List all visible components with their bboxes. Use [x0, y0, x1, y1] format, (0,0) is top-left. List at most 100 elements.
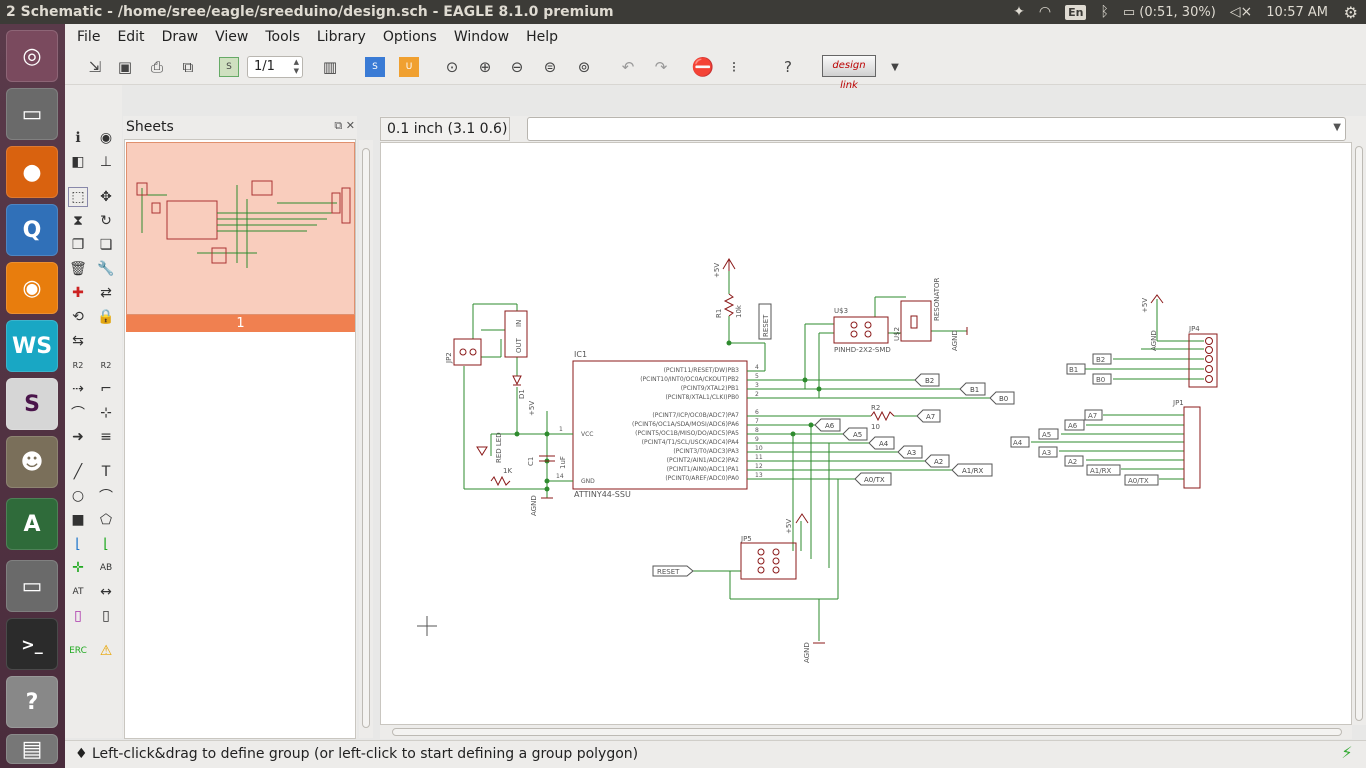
paste-icon[interactable]: ❏	[99, 237, 113, 253]
circle-icon[interactable]: ○	[71, 488, 85, 504]
menu-file[interactable]: File	[77, 28, 101, 45]
smash-icon[interactable]: ⇢	[72, 381, 84, 397]
zoom-redraw-icon[interactable]: ⊜	[543, 58, 557, 76]
erc-icon[interactable]: ERC	[69, 646, 87, 656]
webstorm-icon[interactable]: WS	[6, 320, 58, 372]
menu-view[interactable]: View	[215, 28, 249, 45]
horizontal-scroll-track[interactable]	[392, 728, 1342, 736]
add-part-icon[interactable]: ✚	[72, 285, 84, 301]
ic1[interactable]: IC1 ATTINY44-SSU VCC GND 1 14 (PCINT11/R…	[556, 350, 763, 499]
ubuntu-icon[interactable]: ◎	[6, 30, 58, 82]
save-icon[interactable]: ▣	[117, 58, 133, 76]
schematic-canvas[interactable]: IC1 ATTINY44-SSU VCC GND 1 14 (PCINT11/R…	[380, 142, 1352, 725]
jp5-header[interactable]: JP5 +5V RESET AGND	[652, 513, 825, 663]
wifi-icon[interactable]: ◠	[1038, 4, 1052, 20]
polygon-icon[interactable]: ⬠	[99, 512, 113, 528]
bus-icon[interactable]: ⌊	[75, 536, 81, 552]
help-icon[interactable]: ?	[6, 676, 58, 728]
split-icon[interactable]: ⌒	[71, 406, 85, 422]
cam-icon[interactable]: ⧉	[182, 58, 194, 76]
led[interactable]: RED LED 1K	[476, 432, 512, 487]
u3-header[interactable]: U$3 PINHD-2X2-SMD	[833, 307, 891, 354]
wrench-icon[interactable]: 🔧	[97, 261, 115, 277]
sheet-selector[interactable]: 1/1▲▼	[247, 56, 303, 78]
text-icon[interactable]: T	[101, 464, 111, 480]
rotate-icon[interactable]: ↻	[100, 213, 112, 229]
dropbox-icon[interactable]: ✦	[1013, 4, 1025, 20]
name-icon[interactable]: R2	[72, 360, 84, 370]
miter-icon[interactable]: ⌐	[100, 381, 112, 397]
attribute-icon[interactable]: AT	[72, 587, 84, 597]
line-icon[interactable]: ╱	[73, 464, 83, 480]
menu-help[interactable]: Help	[526, 28, 558, 45]
ulp-icon[interactable]: U	[399, 57, 419, 77]
pinswap-icon[interactable]: ⇄	[100, 285, 112, 301]
c1-capacitor[interactable]: C1 1uF AGND	[527, 455, 567, 516]
slack-icon[interactable]: S	[6, 378, 58, 430]
info-icon[interactable]: ℹ	[75, 130, 81, 146]
mirror-icon[interactable]: ⧗	[73, 213, 83, 229]
menu-library[interactable]: Library	[316, 28, 366, 45]
move-icon[interactable]: ✥	[100, 189, 112, 205]
redo-icon[interactable]: ↷	[654, 58, 668, 76]
command-line-input[interactable]: ▼	[527, 117, 1346, 141]
resonator[interactable]: U$2 RESONATOR AGND	[893, 277, 968, 351]
open-icon[interactable]: ⇲	[88, 58, 102, 76]
module-icon[interactable]: ▯	[102, 608, 110, 624]
label-icon[interactable]: AB	[99, 563, 113, 573]
zoom-fit-icon[interactable]: ⊙	[445, 58, 459, 76]
show-icon[interactable]: ◉	[99, 130, 113, 146]
horizontal-scrollbar[interactable]	[380, 725, 1352, 739]
chevron-down-icon[interactable]: ▼	[1333, 122, 1341, 133]
spinner-icon[interactable]: ▲▼	[293, 58, 299, 75]
copy-icon[interactable]: ❐	[71, 237, 85, 253]
firefox-icon[interactable]: ●	[6, 146, 58, 198]
jp3-regulator[interactable]: OUT IN	[504, 310, 528, 358]
sheet-thumbnail[interactable]	[126, 142, 355, 315]
d1-diode[interactable]: D1 +5V	[512, 375, 536, 416]
bluetooth-icon[interactable]: ᛒ	[1100, 4, 1109, 20]
gimp-icon[interactable]: ☻	[6, 436, 58, 488]
jp2-connector[interactable]: JP2	[445, 338, 482, 366]
sch-brd-switch-icon[interactable]: S	[219, 57, 239, 77]
files-icon-2[interactable]: ▭	[6, 560, 58, 612]
panel-scrollbar[interactable]	[359, 140, 373, 738]
panel-scroll-track[interactable]	[362, 148, 370, 728]
sheet-number[interactable]: 1	[126, 315, 355, 332]
menu-edit[interactable]: Edit	[117, 28, 145, 45]
gateswap-icon[interactable]: ⇆	[72, 333, 84, 349]
help-icon[interactable]: ?	[784, 58, 792, 76]
layers-icon[interactable]: ◧	[71, 154, 85, 170]
menu-tools[interactable]: Tools	[265, 28, 300, 45]
design-link-button[interactable]: design link	[822, 55, 876, 91]
print-icon[interactable]: ⎙	[150, 58, 163, 76]
zoom-in-icon[interactable]: ⊕	[478, 58, 492, 76]
undo-icon[interactable]: ↶	[621, 58, 635, 76]
menu-draw[interactable]: Draw	[161, 28, 199, 45]
r1-resistor[interactable]: +5V R1 10k RESET	[713, 258, 772, 340]
go-icon[interactable]: ⁝	[731, 58, 737, 76]
delete-icon[interactable]: 🗑	[69, 261, 87, 277]
zoom-select-icon[interactable]: ⊚	[577, 58, 591, 76]
jp1-header[interactable]: JP1 A7 A6 A5 A4 A3 A2 A1/RX A0/TX	[1010, 399, 1201, 489]
gear-icon[interactable]: ⚙	[1343, 3, 1358, 22]
net-labels[interactable]: B2 B1 B0 A7 A6 A5 A4 A3 A2 A1/RX A0/TX	[814, 373, 1015, 486]
align-icon[interactable]: ≡	[100, 429, 112, 445]
menu-options[interactable]: Options	[382, 28, 437, 45]
trash-icon[interactable]: ▤	[6, 734, 58, 764]
lock-icon[interactable]: 🔒	[97, 309, 115, 325]
volume-icon[interactable]: ◁×	[1229, 4, 1253, 20]
junction-icon[interactable]: ✛	[72, 560, 84, 576]
terminal-icon[interactable]: >_	[6, 618, 58, 670]
select-icon[interactable]: ⬚	[68, 187, 88, 207]
r2-resistor[interactable]: R2 10	[870, 404, 895, 431]
software-updater-icon[interactable]: A	[6, 498, 58, 550]
rectangle-icon[interactable]: ■	[71, 512, 85, 528]
vertical-scrollbar[interactable]	[1352, 142, 1366, 725]
clock[interactable]: 10:57 AM	[1266, 4, 1328, 20]
jp4-header[interactable]: JP4 +5V AGND B2 B1 B0	[1066, 294, 1218, 388]
blender-icon[interactable]: ◉	[6, 262, 58, 314]
dimension-icon[interactable]: ↔	[100, 584, 112, 600]
value-icon[interactable]: R2	[100, 360, 112, 370]
nets[interactable]	[463, 271, 1204, 641]
